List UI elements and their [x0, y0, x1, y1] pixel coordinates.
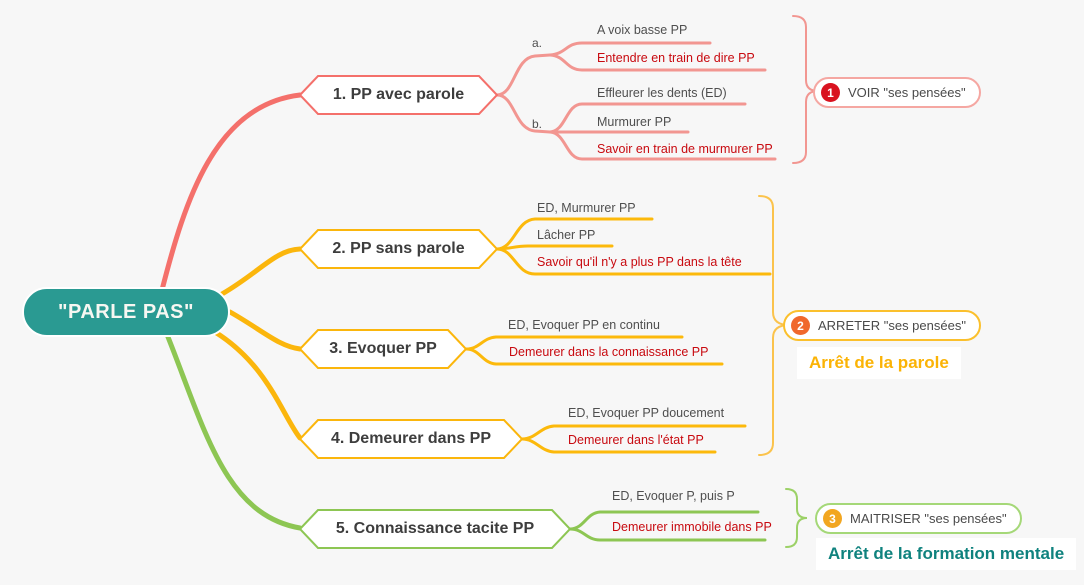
hexagon-branch4 — [298, 419, 524, 459]
edge-branch2-item2 — [495, 244, 614, 251]
branch-topic-2[interactable]: 2. PP sans parole — [332, 240, 465, 257]
callout-maitriser-label: MAITRISER "ses pensées" — [850, 511, 1007, 526]
subtopic-a[interactable]: a. — [532, 36, 543, 50]
leaf-demeurer-connaissance[interactable]: Demeurer dans la connaissance PP — [509, 345, 709, 359]
caption-arret-parole[interactable]: Arrêt de la parole — [797, 347, 961, 379]
edge-branch4-item2 — [520, 437, 717, 454]
leaf-demeurer-etat[interactable]: Demeurer dans l'état PP — [568, 433, 704, 447]
edge-branch3-item2 — [464, 347, 724, 366]
edge-branch5-item2 — [568, 527, 767, 542]
branch-topic-1[interactable]: 1. PP avec parole — [332, 86, 465, 103]
leaf-entendre-dire[interactable]: Entendre en train de dire PP — [597, 51, 755, 65]
leaf-a-voix-basse[interactable]: A voix basse PP — [597, 23, 688, 37]
leaf-murmurer-pp[interactable]: Murmurer PP — [597, 115, 672, 129]
callout-arreter[interactable]: 2 ARRETER "ses pensées" — [783, 310, 981, 341]
leaf-savoir-plus-pp[interactable]: Savoir qu'il n'y a plus PP dans la tête — [537, 255, 742, 269]
callout-arreter-label: ARRETER "ses pensées" — [818, 318, 966, 333]
badge-2: 2 — [791, 316, 810, 335]
brace-group3 — [785, 488, 808, 548]
branch-topic-4[interactable]: 4. Demeurer dans PP — [330, 430, 492, 447]
edge-branch1-a — [495, 53, 552, 97]
hexagon-branch2 — [298, 229, 499, 269]
hexagon-branch1 — [298, 75, 499, 115]
callout-voir-label: VOIR "ses pensées" — [848, 85, 966, 100]
hexagon-branch3 — [298, 329, 468, 369]
edge-root-branch3 — [227, 309, 303, 352]
edge-root-branch1 — [159, 92, 303, 293]
edge-root-branch4 — [212, 329, 303, 441]
edge-root-branch2 — [219, 246, 303, 297]
leaf-ed-evoquer-p-puis-p[interactable]: ED, Evoquer P, puis P — [612, 489, 735, 503]
badge-1: 1 — [821, 83, 840, 102]
edge-root-branch5 — [165, 334, 303, 531]
branch-topic-3[interactable]: 3. Evoquer PP — [329, 340, 437, 357]
callout-voir[interactable]: 1 VOIR "ses pensées" — [813, 77, 981, 108]
subtopic-b[interactable]: b. — [532, 117, 543, 131]
branch-topic-5[interactable]: 5. Connaissance tacite PP — [335, 520, 535, 537]
leaf-ed-evoquer-continu[interactable]: ED, Evoquer PP en continu — [508, 318, 660, 332]
edge-branch2-item3 — [495, 247, 772, 276]
leaf-savoir-murmurer[interactable]: Savoir en train de murmurer PP — [597, 142, 773, 156]
leaf-demeurer-immobile[interactable]: Demeurer immobile dans PP — [612, 520, 772, 534]
edge-a-item2 — [548, 53, 767, 72]
callout-maitriser[interactable]: 3 MAITRISER "ses pensées" — [815, 503, 1022, 534]
caption-arret-formation-mentale[interactable]: Arrêt de la formation mentale — [816, 538, 1077, 570]
leaf-ed-evoquer-doucement[interactable]: ED, Evoquer PP doucement — [568, 406, 725, 420]
root-topic[interactable]: "PARLE PAS" — [22, 287, 230, 337]
leaf-lacher-pp[interactable]: Lâcher PP — [537, 228, 596, 242]
edge-branch1-b — [495, 93, 552, 134]
edge-b-item3 — [548, 130, 777, 161]
hexagon-branch5 — [298, 509, 572, 549]
badge-3: 3 — [823, 509, 842, 528]
leaf-ed-murmurer[interactable]: ED, Murmurer PP — [537, 201, 636, 215]
leaf-effleurer-dents[interactable]: Effleurer les dents (ED) — [597, 86, 727, 100]
